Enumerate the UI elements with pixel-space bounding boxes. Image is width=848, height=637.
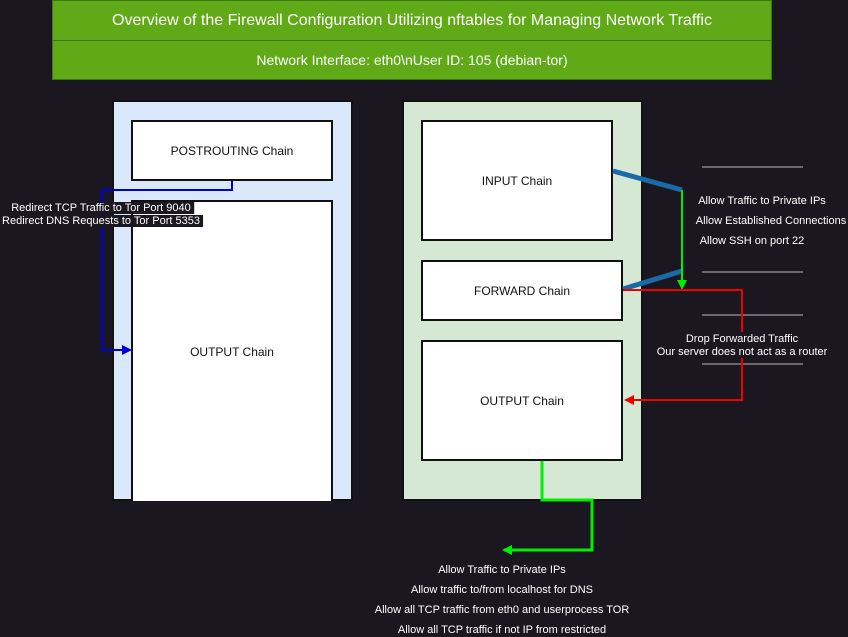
redirect-label: Redirect DNS Requests to Tor Port 5353: [0, 215, 203, 227]
input-chain-box: INPUT Chain: [421, 120, 613, 241]
postrouting-chain-box: POSTROUTING Chain: [131, 120, 333, 181]
right-output-chain-box: OUTPUT Chain: [421, 340, 623, 461]
diagram-title: Overview of the Firewall Configuration U…: [52, 0, 772, 41]
forward-chain-label: FORWARD Chain: [473, 283, 571, 298]
forward-chain-box: FORWARD Chain: [421, 260, 623, 321]
input-rule-label: Allow Traffic to Private IPs: [698, 195, 826, 207]
left-output-chain-label: OUTPUT Chain: [190, 344, 274, 359]
input-rule-label: Allow SSH on port 22: [699, 235, 805, 247]
output-rule-label: Allow Traffic to Private IPs: [438, 564, 566, 576]
redirect-label: Redirect TCP Traffic to Tor Port 9040: [8, 202, 194, 214]
right-output-chain-label: OUTPUT Chain: [480, 393, 564, 408]
postrouting-chain-label: POSTROUTING Chain: [170, 143, 294, 158]
output-rule-label: Allow all TCP traffic if not IP from res…: [397, 624, 607, 636]
left-output-chain-box: OUTPUT Chain: [131, 200, 333, 501]
forward-rule-label: Drop Forwarded Traffic: [685, 333, 799, 345]
input-rule-label: Allow Established Connections: [695, 215, 847, 227]
forward-drop-edge-return: [624, 358, 743, 405]
forward-rule-label: Our server does not act as a router: [656, 346, 828, 358]
diagram-subtitle: Network Interface: eth0\nUser ID: 105 (d…: [52, 40, 772, 80]
output-rule-label: Allow traffic to/from localhost for DNS: [411, 584, 593, 596]
output-rule-label: Allow all TCP traffic from eth0 and user…: [374, 604, 630, 616]
input-chain-label: INPUT Chain: [481, 173, 553, 188]
